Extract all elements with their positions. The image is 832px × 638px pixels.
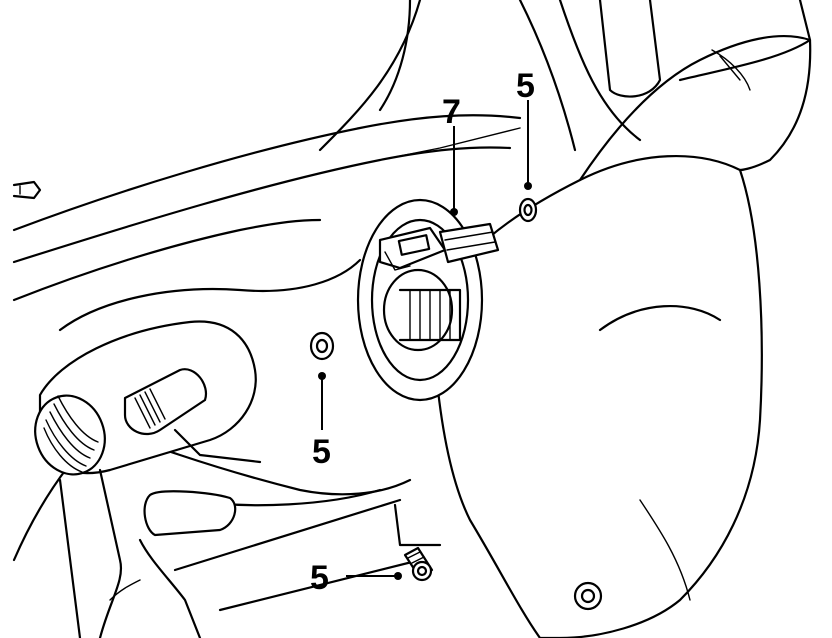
- callout-label-middle-left: 5: [312, 433, 331, 471]
- splined-shaft: [398, 288, 462, 342]
- lower-panel: [58, 468, 442, 638]
- screw-bottom: [403, 546, 434, 582]
- steering-column-shroud: [433, 34, 812, 638]
- vent-grille-left: [43, 395, 99, 473]
- dash-vent-left: [12, 180, 42, 200]
- callout-label-connector: 7: [442, 93, 461, 131]
- switch-ribs: [134, 388, 166, 429]
- switch-housing: [34, 320, 262, 476]
- electrical-connector: [378, 222, 500, 271]
- callout-label-top-right: 5: [516, 67, 535, 105]
- nut-top-right: [518, 197, 538, 223]
- nut-middle-left: [309, 331, 335, 361]
- callout-label-bottom: 5: [310, 559, 329, 597]
- leader-lines: [318, 100, 532, 580]
